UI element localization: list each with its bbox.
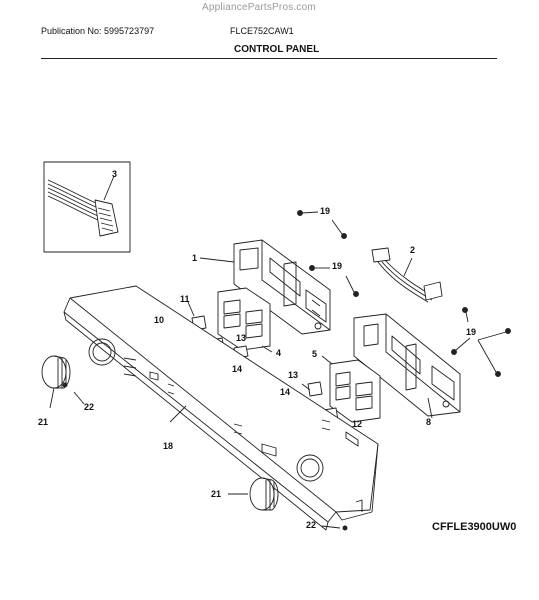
callout-label: 21	[211, 489, 222, 499]
callout-label: 19	[320, 206, 331, 216]
callout-label: 8	[426, 417, 432, 427]
callout-label: 19	[466, 327, 477, 337]
main-control-board	[199, 239, 331, 335]
header-rule	[41, 58, 497, 59]
callout-label: 22	[306, 520, 317, 530]
publication-number: Publication No: 5995723797	[41, 26, 155, 36]
callout-label: 12	[352, 419, 363, 429]
callout-label: 18	[163, 441, 174, 451]
callout-label: 13	[236, 333, 247, 343]
callout-label: 10	[154, 315, 165, 325]
diagram-code: CFFLE3900UW0	[432, 521, 517, 533]
callout-label: 13	[288, 370, 299, 380]
callout-label: 1	[192, 253, 198, 263]
model-number: FLCE752CAW1	[230, 26, 294, 36]
callout-label: 5	[312, 349, 318, 359]
callout-label: 14	[232, 364, 243, 374]
callout-label: 11	[180, 294, 190, 304]
callout-label: 19	[332, 261, 343, 271]
screws	[62, 210, 511, 531]
display-board	[217, 287, 273, 353]
harness-inset-box	[43, 161, 131, 253]
console-panel	[63, 285, 379, 531]
keypad-board	[321, 355, 381, 423]
control-knobs	[41, 355, 341, 529]
callout-label: 4	[276, 348, 282, 358]
wire-harness	[371, 247, 443, 303]
watermark: AppliancePartsPros.com	[202, 2, 316, 13]
section-title: CONTROL PANEL	[234, 44, 320, 55]
callout-label: 3	[112, 169, 118, 179]
callout-label: 2	[410, 245, 416, 255]
callout-label: 21	[38, 417, 49, 427]
callout-label: 14	[280, 387, 291, 397]
secondary-control-board	[353, 313, 461, 419]
callout-label: 22	[84, 402, 95, 412]
